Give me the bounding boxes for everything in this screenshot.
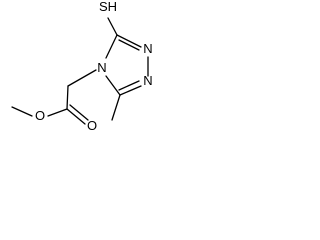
atom-label-n1: N [143, 41, 152, 56]
bond-carbonyl-o [66, 108, 86, 125]
bond-carbonyl-o-ester [47, 108, 68, 117]
bond-n2-c3 [119, 85, 142, 96]
atom-label-o-ester: O [35, 108, 45, 123]
molecule-diagram: SH N N N O O [11, 0, 153, 133]
bond-n4-ch2 [67, 69, 97, 87]
bond-c3-n4 [105, 75, 121, 96]
bond-n2-c3-double [118, 80, 140, 91]
atom-label-n2: N [143, 73, 152, 88]
atom-label-o-carbonyl: O [87, 118, 97, 133]
bond-c5-n1 [116, 34, 142, 48]
bond-c5-sh [107, 17, 118, 36]
bond-c3-methyl [111, 94, 121, 121]
atom-label-n4: N [97, 60, 106, 75]
chemical-structure-canvas: SH N N N O O [0, 0, 192, 156]
bond-n4-c5 [105, 34, 118, 59]
bond-ch2-carbonyl [66, 85, 69, 110]
bond-carbonyl-o-double [69, 104, 89, 121]
bond-o-methyl [11, 106, 33, 117]
atom-label-sh: SH [99, 0, 117, 14]
bond-c5-n1-double [118, 39, 140, 51]
